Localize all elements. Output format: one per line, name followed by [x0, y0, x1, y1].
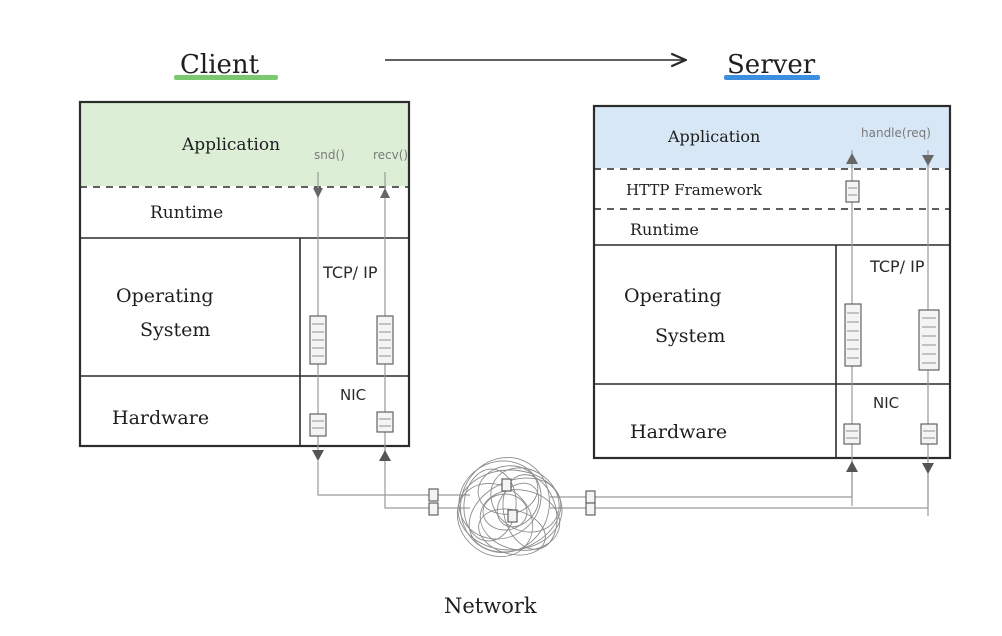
server-tcpip-label: TCP/ IP — [869, 257, 925, 276]
server-application-label: Application — [667, 127, 760, 146]
client-tcp-recv-buffer-icon — [376, 315, 394, 365]
client-send-exit-arrow-icon — [312, 450, 324, 461]
server-runtime-label: Runtime — [630, 220, 699, 239]
server-os-label-line2: System — [655, 325, 725, 347]
packet-icon — [585, 490, 596, 504]
client-nic-label: NIC — [340, 386, 366, 404]
server-hardware-label: Hardware — [630, 421, 727, 443]
packet-icon — [585, 502, 596, 516]
client-tcp-send-buffer-icon — [309, 315, 327, 365]
packet-icon — [428, 502, 439, 516]
server-http-framework-label: HTTP Framework — [626, 181, 763, 199]
server-send-top-arrow-icon — [922, 155, 934, 166]
packet-icon — [507, 509, 518, 523]
server-title-underline — [724, 75, 820, 80]
packet-icon — [428, 488, 439, 502]
client-stack-outline — [78, 100, 411, 448]
network-label: Network — [444, 594, 537, 618]
client-send-arrow-icon — [313, 188, 323, 198]
client-send-call-label: snd() — [314, 148, 345, 162]
client-stack: Application Runtime Operating System Har… — [78, 100, 411, 461]
client-tcpip-label: TCP/ IP — [322, 263, 378, 282]
server-stack-outline — [592, 104, 952, 460]
client-nic-send-buffer-icon — [309, 413, 327, 437]
client-recv-arrow-icon — [380, 188, 390, 198]
client-nic-recv-buffer-icon — [376, 411, 394, 433]
server-tcp-recv-buffer-icon — [844, 303, 862, 367]
client-recv-call-label: recv() — [373, 148, 408, 162]
client-os-label-line1: Operating — [116, 285, 214, 307]
server-stack: Application handle(req) HTTP Framework R… — [592, 104, 952, 516]
server-send-exit-arrow-icon — [922, 463, 934, 474]
client-application-label: Application — [181, 135, 280, 155]
client-title-underline — [174, 75, 278, 80]
server-recv-top-arrow-icon — [846, 153, 858, 164]
server-application-fill — [594, 106, 950, 168]
server-handler-call-label: handle(req) — [861, 126, 931, 140]
client-send-wire — [317, 461, 470, 496]
client-recv-entry-arrow-icon — [379, 450, 391, 461]
server-nic-recv-buffer-icon — [843, 423, 861, 445]
client-recv-wire — [384, 461, 470, 509]
client-runtime-label: Runtime — [150, 203, 223, 223]
client-application-fill — [80, 102, 409, 186]
network-wiring — [317, 461, 929, 516]
client-os-label-line2: System — [140, 319, 210, 341]
network-cloud-scribble — [456, 457, 563, 558]
packet-icon — [501, 478, 512, 492]
server-nic-send-buffer-icon — [920, 423, 938, 445]
server-framework-buffer-icon — [845, 180, 860, 203]
server-recv-entry-arrow-icon — [846, 461, 858, 472]
server-tcp-send-buffer-icon — [918, 309, 940, 371]
server-nic-label: NIC — [873, 394, 899, 412]
server-recv-wire — [550, 472, 853, 498]
server-os-label-line1: Operating — [624, 285, 722, 307]
client-hardware-label: Hardware — [112, 407, 209, 429]
server-send-wire — [550, 474, 929, 509]
